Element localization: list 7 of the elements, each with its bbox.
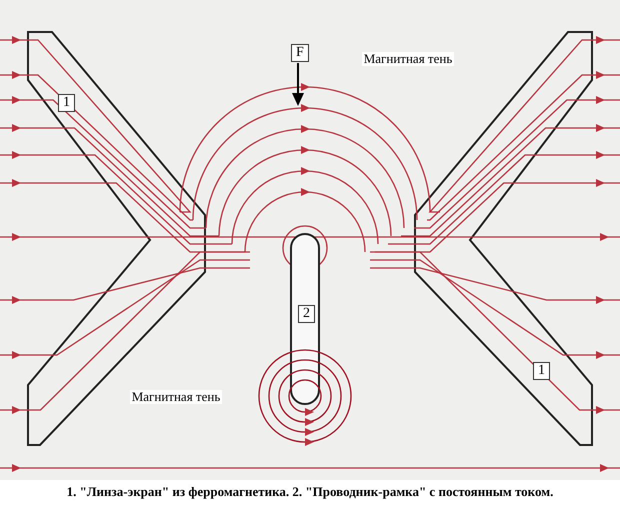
callout-number: 1 (533, 362, 550, 380)
figure-caption: 1. "Линза-экран" из ферромагнетика. 2. "Проводник-рамка" с постоянным током. (66, 484, 554, 500)
force-label: F (291, 44, 309, 62)
region-label: Магнитная тень (130, 390, 222, 404)
callout-number: 2 (298, 305, 315, 323)
callout-number: 1 (58, 94, 75, 112)
region-label: Магнитная тень (362, 52, 454, 66)
